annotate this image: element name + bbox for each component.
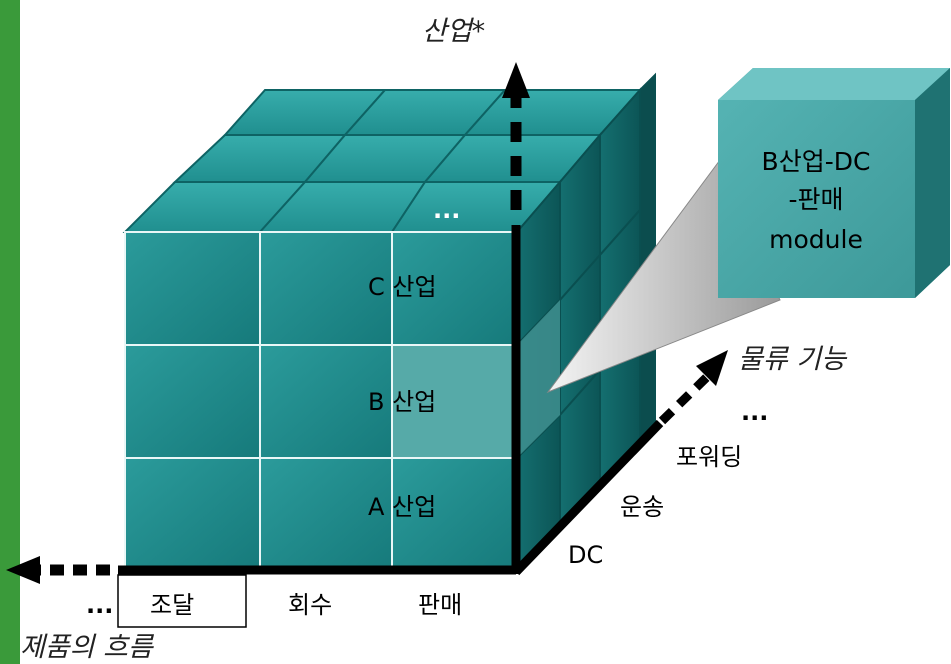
logistics-axis bbox=[512, 350, 728, 576]
industry-label-c: C 산업 bbox=[368, 273, 437, 301]
industry-axis-title: 산업* bbox=[422, 16, 485, 47]
flow-label-returns: 회수 bbox=[288, 591, 332, 619]
product-flow-axis bbox=[6, 556, 516, 584]
product-flow-axis-arrowhead bbox=[6, 556, 40, 584]
highlighted-cell-side bbox=[517, 300, 560, 458]
flow-label-more: ... bbox=[86, 591, 113, 619]
flow-label-procurement: 조달 bbox=[150, 591, 194, 619]
logistics-axis-arrowhead bbox=[696, 350, 728, 386]
industry-axis bbox=[502, 62, 530, 574]
procurement-box bbox=[117, 574, 247, 628]
industry-label-more: ... bbox=[433, 196, 460, 224]
cube-front-faces bbox=[124, 231, 518, 571]
callout-line-1: B산업-DC bbox=[762, 147, 871, 176]
industry-axis-arrowhead bbox=[502, 62, 530, 98]
industry-label-b: B 산업 bbox=[368, 388, 436, 416]
logistics-label-forwarding: 포워딩 bbox=[676, 443, 742, 471]
logistics-label-transport: 운송 bbox=[620, 493, 664, 521]
flow-label-sales: 판매 bbox=[418, 591, 462, 619]
industry-label-a: A 산업 bbox=[368, 493, 436, 521]
callout-line-2: -판매 bbox=[788, 185, 843, 214]
logistics-label-more: ... bbox=[741, 398, 768, 426]
left-accent-bar bbox=[0, 0, 20, 664]
callout-box bbox=[718, 68, 950, 298]
product-flow-axis-title: 제품의 흐름 bbox=[20, 632, 155, 663]
logistics-axis-title: 물류 기능 bbox=[738, 344, 848, 375]
highlighted-cell bbox=[391, 344, 518, 459]
logistics-label-dc: DC bbox=[568, 541, 603, 569]
callout-line-3: module bbox=[769, 225, 863, 254]
